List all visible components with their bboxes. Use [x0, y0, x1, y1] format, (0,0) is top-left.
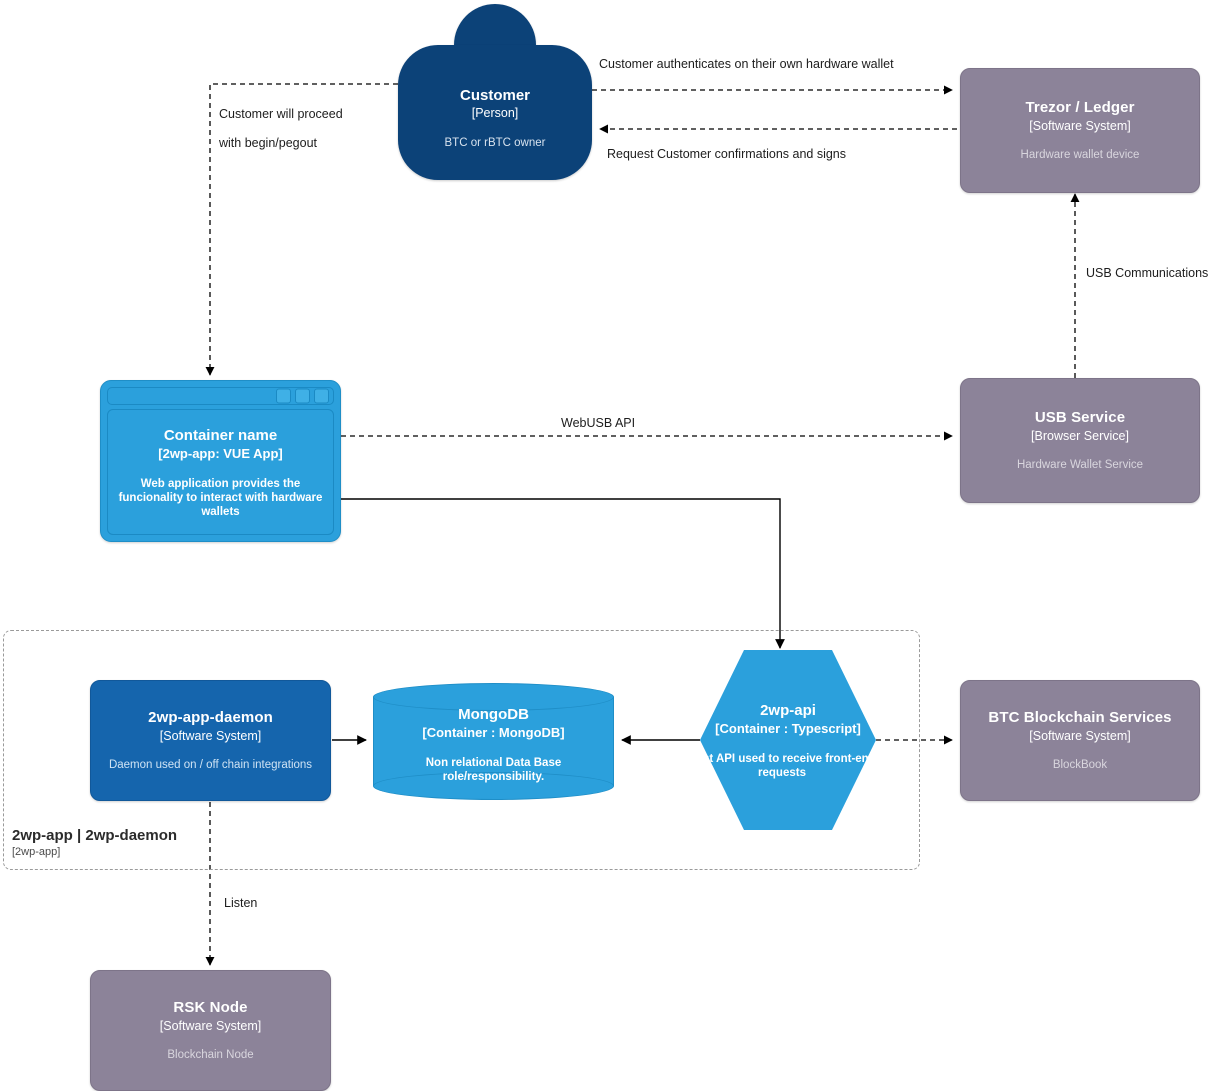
btc-blockchain-title: BTC Blockchain Services [988, 709, 1172, 726]
trezor-ledger-tech: [Software System] [1029, 119, 1131, 133]
api-description: Rest API used to receive front-end reque… [688, 752, 876, 779]
node-2wp-app-daemon[interactable]: 2wp-app-daemon [Software System] Daemon … [90, 680, 331, 801]
cylinder-top [373, 683, 614, 711]
edge-label-trezor-to-customer: Request Customer confirmations and signs [607, 147, 847, 161]
mongodb-tech: [Container : MongoDB] [422, 725, 565, 740]
mongodb-description: Non relational Data Base role/responsibi… [425, 757, 562, 783]
edge-label-customer-to-trezor: Customer authenticates on their own hard… [599, 57, 894, 71]
container-name-description: Web application provides the funcionalit… [118, 477, 323, 518]
mongodb-text: MongoDB [Container : MongoDB] Non relati… [373, 683, 614, 800]
browser-window-controls [276, 388, 329, 404]
cylinder-bottom [373, 772, 614, 800]
mongodb-title: MongoDB [458, 706, 529, 723]
trezor-ledger-description: Hardware wallet device [1020, 149, 1140, 161]
edge-label-customer-to-container-line2: with begin/pegout [219, 136, 317, 150]
trezor-ledger-title: Trezor / Ledger [1025, 99, 1135, 116]
api-tech: [Container : Typescript] [715, 720, 861, 736]
node-2wp-api[interactable]: 2wp-api [Container : Typescript] Rest AP… [688, 650, 876, 830]
api-title: 2wp-api [760, 701, 816, 719]
browser-dot-icon-2 [295, 388, 310, 404]
browser-title-bar [107, 387, 334, 405]
boundary-2wp-app [3, 630, 920, 870]
rsk-node-description: Blockchain Node [167, 1049, 254, 1061]
edge-label-customer-to-container-line1: Customer will proceed [219, 107, 343, 121]
btc-blockchain-description: BlockBook [1052, 759, 1108, 771]
usb-service-description: Hardware Wallet Service [1016, 459, 1144, 471]
daemon-title: 2wp-app-daemon [148, 709, 273, 726]
customer-description: BTC or rBTC owner [444, 137, 546, 149]
edge-customer-to-container [205, 83, 398, 376]
boundary-tech: [2wp-app] [12, 846, 61, 858]
node-trezor-ledger[interactable]: Trezor / Ledger [Software System] Hardwa… [960, 68, 1200, 193]
container-name-tech: [2wp-app: VUE App] [158, 445, 283, 461]
edge-label-usb-to-trezor: USB Communications [1086, 266, 1209, 280]
node-btc-blockchain-services[interactable]: BTC Blockchain Services [Software System… [960, 680, 1200, 801]
browser-dot-icon-3 [314, 388, 329, 404]
person-body: Customer [Person] BTC or rBTC owner [398, 45, 592, 180]
node-container-name[interactable]: Container name [2wp-app: VUE App] Web ap… [100, 380, 341, 542]
edge-container-to-api [341, 498, 785, 649]
daemon-tech: [Software System] [159, 729, 262, 743]
customer-tech: [Person] [471, 106, 519, 120]
usb-service-title: USB Service [1034, 409, 1126, 426]
browser-dot-icon-1 [276, 388, 291, 404]
boundary-name: 2wp-app | 2wp-daemon [12, 827, 178, 844]
node-customer[interactable]: Customer [Person] BTC or rBTC owner [398, 4, 592, 180]
container-name-title: Container name [163, 426, 278, 444]
customer-title: Customer [459, 87, 530, 104]
boundary-label: 2wp-app | 2wp-daemon [2wp-app] [12, 826, 312, 860]
edge-label-daemon-to-rsk: Listen [224, 896, 258, 910]
node-usb-service[interactable]: USB Service [Browser Service] Hardware W… [960, 378, 1200, 503]
edge-label-container-to-usb: WebUSB API [561, 416, 636, 430]
api-text: 2wp-api [Container : Typescript] Rest AP… [688, 650, 876, 830]
browser-screen: Container name [2wp-app: VUE App] Web ap… [107, 409, 334, 535]
node-mongodb[interactable]: MongoDB [Container : MongoDB] Non relati… [373, 683, 614, 800]
rsk-node-tech: [Software System] [159, 1019, 262, 1033]
rsk-node-title: RSK Node [173, 999, 248, 1016]
node-rsk-node[interactable]: RSK Node [Software System] Blockchain No… [90, 970, 331, 1091]
btc-blockchain-tech: [Software System] [1029, 729, 1131, 743]
daemon-description: Daemon used on / off chain integrations [108, 759, 313, 771]
usb-service-tech: [Browser Service] [1031, 429, 1129, 443]
